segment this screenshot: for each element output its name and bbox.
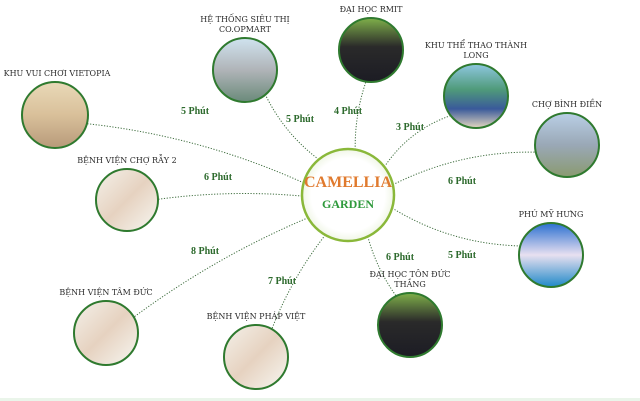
doctor-image[interactable] [73,300,139,366]
place-name: KHU THỂ THAO THÀNH LONG [424,41,528,60]
connection-line [133,217,309,318]
city-night-image[interactable] [518,222,584,288]
place-name: ĐẠI HỌC TÔN ĐỨC THẮNG [369,270,451,289]
center-title: CAMELLIA [303,174,392,191]
place-nodes [21,17,600,390]
travel-time-label: 4 Phút [333,106,363,117]
travel-time-label: 3 Phút [395,122,425,133]
connection-line [264,94,320,160]
travel-time-label: 6 Phút [447,176,477,187]
place-name: HỆ THỐNG SIÊU THỊ CO.OPMART [200,15,290,34]
connection-line [271,234,326,330]
travel-time-label: 8 Phút [190,246,220,257]
shopping-cart-image[interactable] [212,37,278,103]
connection-line [392,151,536,186]
connection-line [157,193,303,200]
sports-building-image[interactable] [443,63,509,129]
place-name: BỆNH VIỆN PHÁP VIỆT [206,312,306,321]
travel-time-label: 6 Phút [385,252,415,263]
connection-line [391,207,521,247]
travel-time-label: 5 Phút [447,250,477,261]
doctor-image[interactable] [95,168,159,232]
doctor-image[interactable] [223,324,289,390]
place-name: KHU VUI CHƠI VIETOPIA [3,69,111,78]
indoor-hall-image[interactable] [21,81,89,149]
travel-time-label: 5 Phút [285,114,315,125]
connection-line [367,236,397,297]
place-name: CHỢ BÌNH ĐIỀN [531,100,603,109]
travel-time-label: 5 Phút [180,106,210,117]
place-name: ĐẠI HỌC RMIT [339,5,403,14]
center-circle [300,147,396,243]
bottom-strip [0,398,640,401]
connection-line [354,81,367,150]
connection-line [86,123,304,184]
market-gate-image[interactable] [534,112,600,178]
place-name: PHÚ MỸ HƯNG [518,210,584,219]
graduate-image[interactable] [377,292,443,358]
travel-time-label: 7 Phút [267,276,297,287]
place-name: BỆNH VIỆN TÂM ĐỨC [59,288,153,297]
connection-lines [86,81,536,330]
place-name: BỆNH VIỆN CHỢ RẪY 2 [77,156,177,165]
graduate-image[interactable] [338,17,404,83]
connection-line [383,115,451,168]
center-subtitle: GARDEN [321,197,374,211]
travel-time-label: 6 Phút [203,172,233,183]
